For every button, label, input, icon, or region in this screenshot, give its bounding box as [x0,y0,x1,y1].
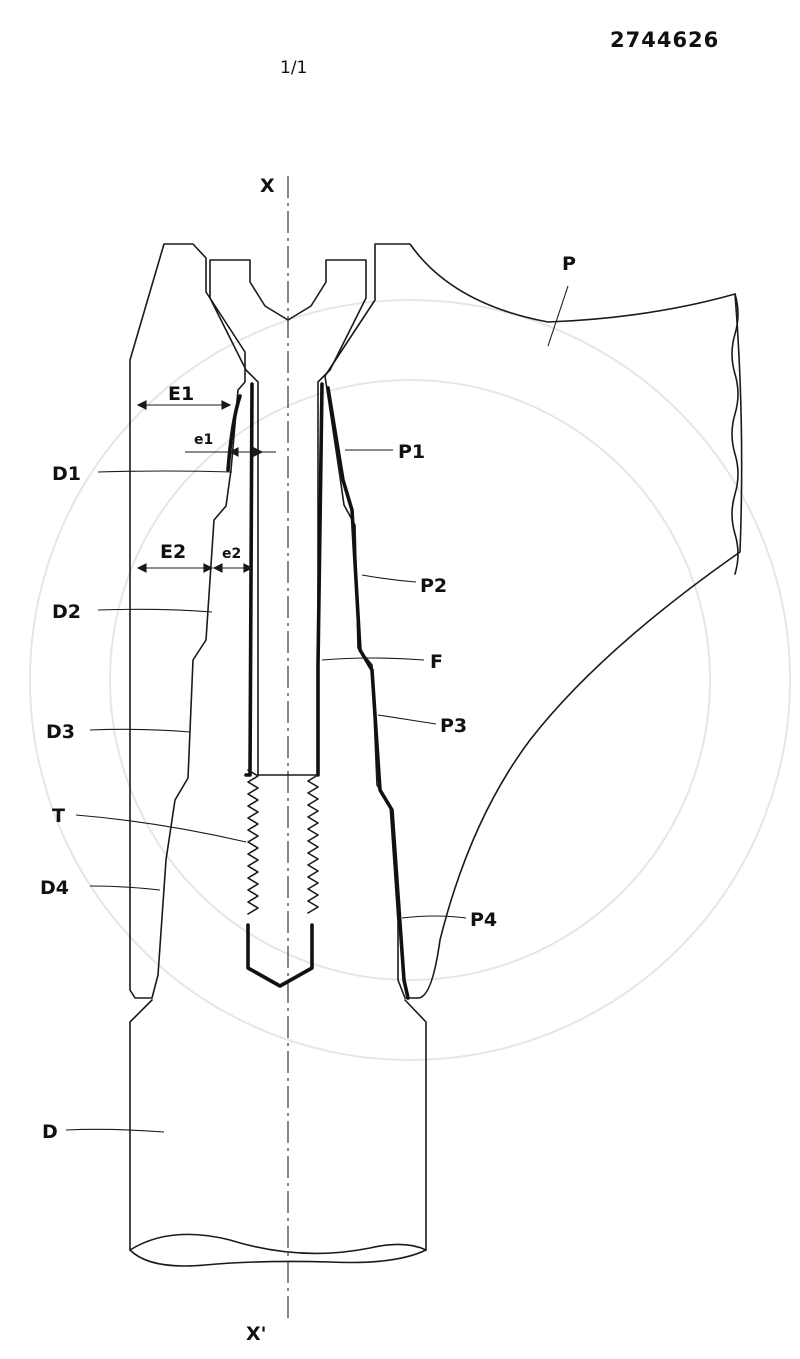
die-right-wall-and-plate [324,243,743,999]
dimension-e1 [185,447,276,457]
label-E2: E2 [160,541,186,563]
label-axis-bottom: X' [246,1323,266,1345]
publication-number: 2744626 [610,28,720,52]
sheet-number: 1/1 [280,58,308,78]
label-P1: P1 [398,441,425,463]
dimension-e2 [212,563,254,573]
plate-break-edge [731,293,739,575]
label-D4: D4 [40,877,69,899]
dimension-E2 [136,563,214,573]
label-P4: P4 [470,909,497,931]
tube-right-edge [404,999,427,1251]
die-left-wall [129,243,246,999]
leader-lines [65,285,569,1133]
thread-right [307,774,319,914]
label-F: F [430,651,443,673]
tube-left-edge [129,999,153,1251]
label-D2: D2 [52,601,81,623]
blank-left-contact [226,394,242,472]
label-e2: e2 [222,546,241,562]
label-T: T [52,805,65,827]
label-P2: P2 [420,575,447,597]
label-tube: D [42,1121,58,1143]
blank-right-layer [316,382,324,777]
tube-break-bottom [129,1233,427,1267]
label-D3: D3 [46,721,75,743]
punch-head [209,259,367,776]
blank-right-contact [326,386,410,1000]
label-E1: E1 [168,383,194,405]
label-e1: e1 [194,432,213,448]
dimension-E1 [136,400,232,410]
thread-left [247,769,259,915]
label-axis-top: X [260,175,275,197]
watermark-seal [29,299,791,1061]
blank-left-layer [244,382,254,777]
punch-tip [246,923,314,988]
label-D1: D1 [52,463,81,485]
label-plate: P [562,253,576,275]
label-P3: P3 [440,715,467,737]
